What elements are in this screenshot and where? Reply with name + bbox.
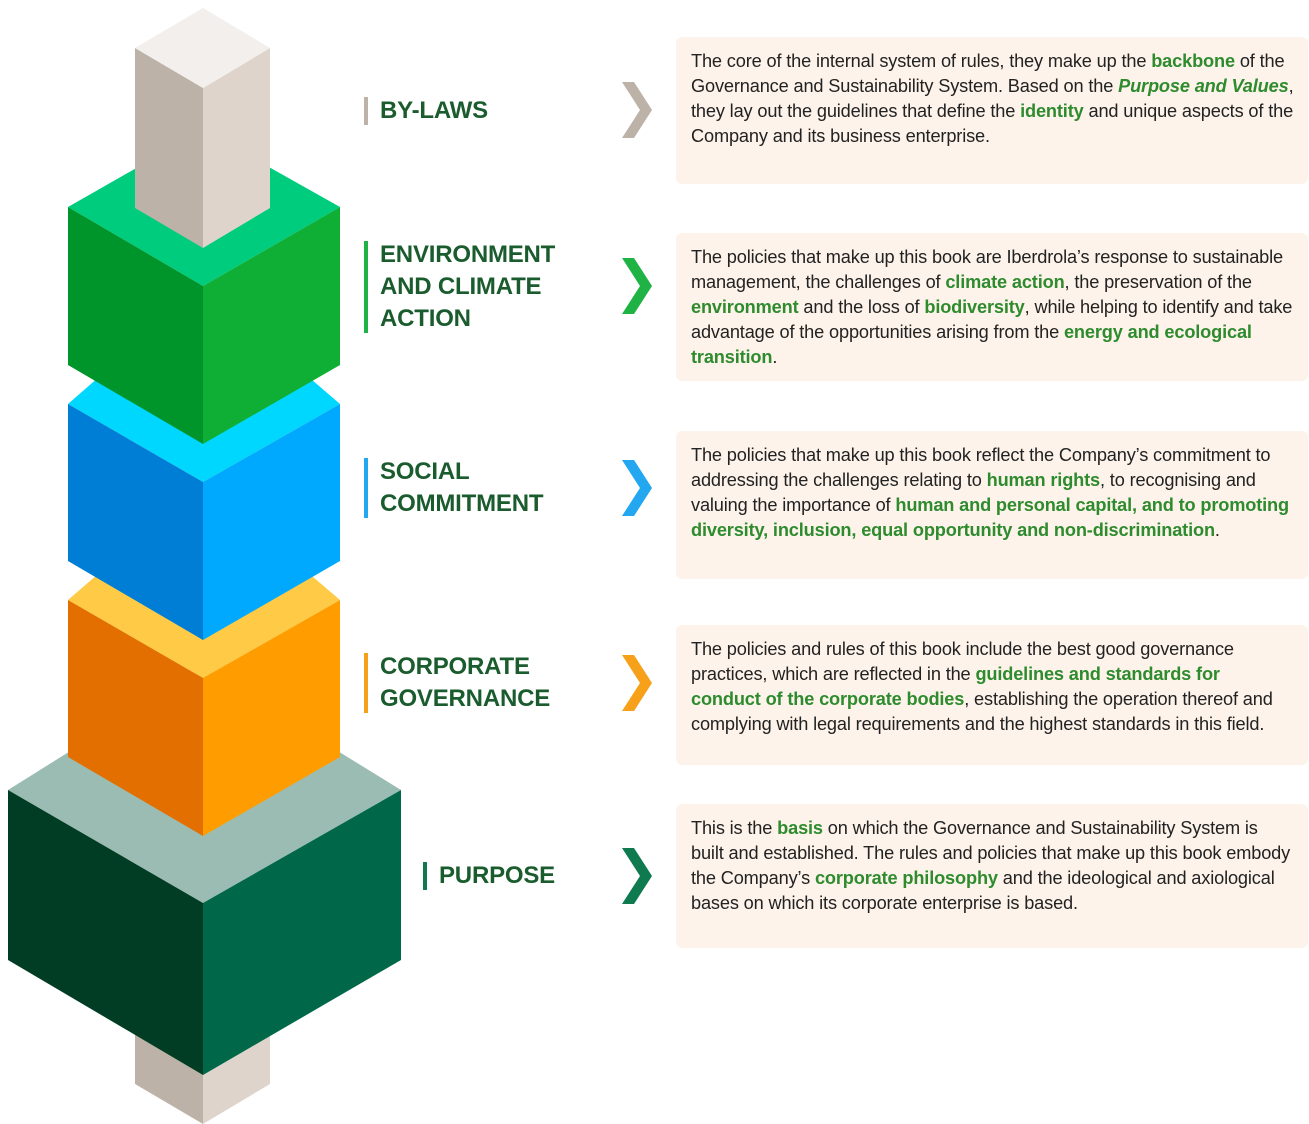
description-text: , establishing the operation thereof and…	[691, 689, 1273, 734]
social-cube-right	[203, 404, 340, 640]
purpose-cube-right	[203, 790, 401, 1075]
description-text: and the ideological and axiological base…	[691, 868, 1275, 913]
top-pillar-top-face	[135, 8, 270, 88]
label-line: ACTION	[380, 305, 471, 332]
description-text: .	[772, 347, 778, 367]
description-text: The core of the internal system of rules…	[691, 51, 1152, 71]
highlight-term: basis	[777, 818, 823, 838]
social-cube-left	[68, 404, 203, 640]
highlight-term: climate action	[945, 272, 1065, 292]
governance-cube-left	[68, 600, 203, 836]
bottom-pillar-left-face	[135, 1030, 203, 1124]
highlight-term: corporate philosophy	[814, 868, 998, 888]
label-bar	[364, 653, 368, 713]
description-text: , the preservation of the	[1064, 272, 1252, 292]
label-text: BY-LAWS	[364, 95, 488, 127]
chevron-right-icon	[622, 258, 652, 314]
description-card-bylaws: The core of the internal system of rules…	[676, 37, 1308, 184]
description-text: .	[1214, 520, 1220, 540]
chevron-right-icon	[622, 655, 652, 711]
label-line: PURPOSE	[439, 862, 555, 889]
purpose-cube-left	[8, 790, 203, 1075]
label-text: ENVIRONMENT AND CLIMATE ACTION	[364, 239, 555, 335]
highlight-term: identity	[1020, 101, 1084, 121]
highlight-term: Purpose and Values	[1118, 76, 1289, 96]
description-text: , they lay out the guidelines that defin…	[691, 76, 1294, 121]
highlight-term: human and personal capital, and to promo…	[691, 495, 1289, 540]
label-line: BY-LAWS	[380, 97, 488, 124]
chevron-right-icon	[622, 82, 652, 138]
highlight-term: human rights	[986, 470, 1101, 490]
highlight-term: energy and ecological transition	[691, 322, 1252, 367]
description-text: The policies and rules of this book incl…	[691, 639, 1234, 684]
description-card-purpose: This is the basis on which the Governanc…	[676, 804, 1308, 948]
label-text: SOCIAL COMMITMENT	[364, 456, 544, 520]
description-text: , to recognising and valuing the importa…	[691, 470, 1256, 515]
section-label-social: SOCIAL COMMITMENT	[364, 456, 544, 520]
section-label-environment: ENVIRONMENT AND CLIMATE ACTION	[364, 239, 555, 335]
section-label-purpose: PURPOSE	[423, 860, 555, 892]
environment-cube-left	[68, 207, 203, 444]
environment-cube-right	[203, 207, 340, 444]
chevron-right-icon	[622, 848, 652, 904]
stacked-cubes-illustration	[8, 8, 401, 1124]
description-text: This is the	[691, 818, 778, 838]
description-text: on which the Governance and Sustainabili…	[691, 818, 1291, 888]
highlight-term: backbone	[1151, 51, 1235, 71]
label-bar	[423, 862, 427, 890]
description-text: The policies that make up this book are …	[691, 247, 1283, 292]
highlight-term: environment	[691, 297, 799, 317]
label-line: GOVERNANCE	[380, 685, 551, 712]
label-text: CORPORATE GOVERNANCE	[364, 651, 550, 715]
section-label-governance: CORPORATE GOVERNANCE	[364, 651, 550, 715]
label-bar	[364, 458, 368, 518]
label-line: COMMITMENT	[380, 490, 544, 517]
description-text: The policies that make up this book refl…	[691, 445, 1271, 490]
bottom-pillar-right-face	[203, 1030, 270, 1124]
description-text: and unique aspects of the Company and it…	[691, 101, 1294, 146]
label-text: PURPOSE	[423, 860, 555, 892]
label-line: SOCIAL	[380, 458, 470, 485]
top-pillar-left-face	[135, 48, 203, 248]
description-text: of the Governance and Sustainability Sys…	[691, 51, 1285, 96]
chevron-right-icon	[622, 460, 652, 516]
label-bar	[364, 241, 368, 333]
description-card-social: The policies that make up this book refl…	[676, 431, 1308, 579]
description-card-governance: The policies and rules of this book incl…	[676, 625, 1308, 765]
label-bar	[364, 97, 368, 125]
highlight-term: guidelines and standards for conduct of …	[691, 664, 1220, 709]
top-pillar-right-face	[203, 48, 270, 248]
label-line: AND CLIMATE	[380, 273, 542, 300]
description-card-environment: The policies that make up this book are …	[676, 233, 1308, 381]
label-line: ENVIRONMENT	[380, 241, 556, 268]
label-line: CORPORATE	[380, 653, 530, 680]
section-label-bylaws: BY-LAWS	[364, 95, 488, 127]
highlight-term: biodiversity	[924, 297, 1025, 317]
description-text: , while helping to identify and take adv…	[691, 297, 1293, 342]
governance-cube-right	[203, 600, 340, 836]
description-text: and the loss of	[798, 297, 925, 317]
